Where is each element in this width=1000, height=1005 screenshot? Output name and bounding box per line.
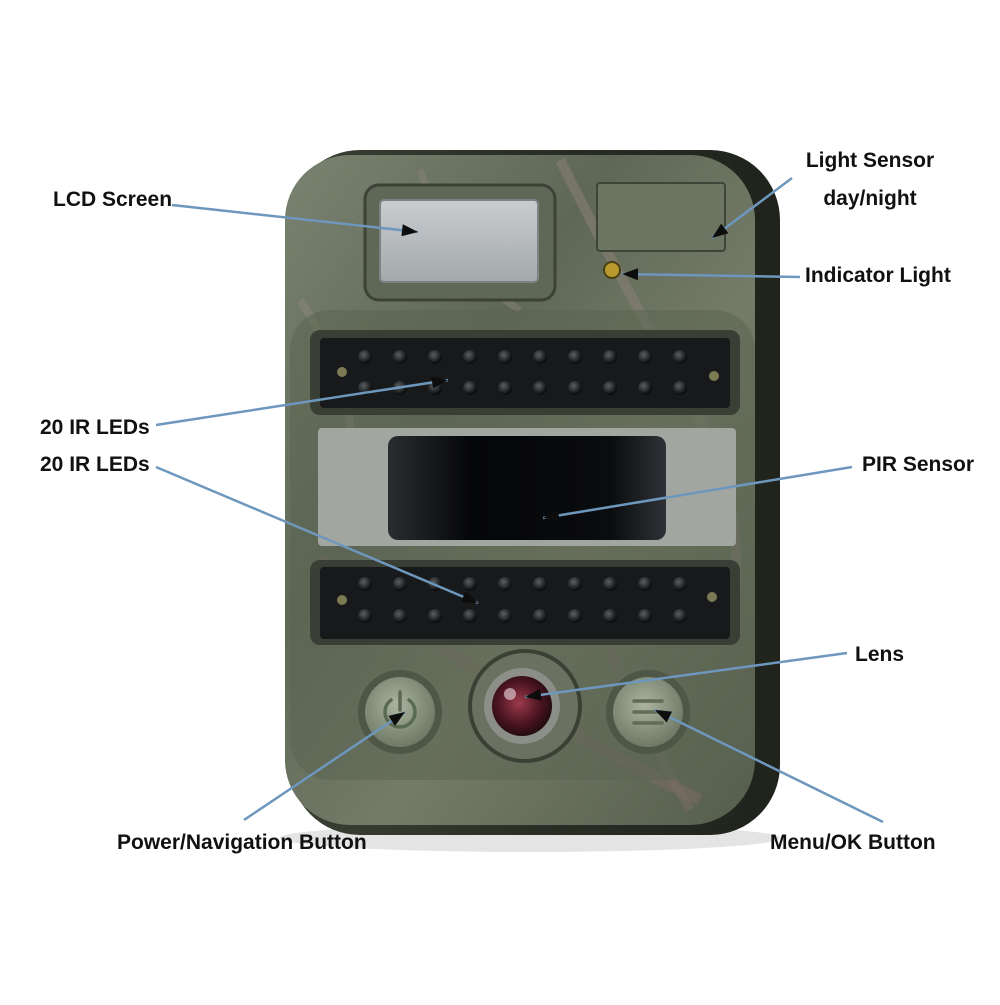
leader-indicator-light [621,272,801,279]
ir-led [533,350,547,364]
pir-window [388,436,666,540]
leader-menu-button [654,708,884,824]
leader-ir-leds-bottom [155,465,479,605]
label-light-sensor-line1: Light Sensor [805,149,935,172]
label-pir-sensor: PIR Sensor [862,453,975,476]
ir-led [358,577,372,591]
ir-led [638,577,652,591]
light-sensor-window [596,182,726,252]
ir-led [463,577,477,591]
ir-led [358,350,372,364]
screw [709,371,719,381]
arrowhead [388,712,405,726]
pir-sensor [318,428,736,546]
leader-lens [524,651,848,699]
power-icon [383,690,417,729]
indicator-light [603,261,621,279]
ir-led [638,350,652,364]
power-button[interactable] [358,670,442,754]
ir-led [463,609,477,623]
ir-led [673,609,687,623]
ir-led [428,609,442,623]
ir-led [568,350,582,364]
lens-glint [504,688,516,700]
leader-lines [155,177,884,824]
arrowhead [401,224,418,237]
leader-light-sensor [711,177,793,239]
ir-led [673,381,687,395]
screw [337,367,347,377]
ir-led [498,609,512,623]
lens [468,649,582,763]
ir-led [533,577,547,591]
led-strip-top [310,330,740,415]
ir-led [393,350,407,364]
arrowhead [525,688,542,701]
ir-led [603,609,617,623]
label-lens: Lens [855,643,905,666]
ir-led [498,350,512,364]
arrowhead [460,591,478,603]
label-ir-leds-bottom: 20 IR LEDs [40,453,150,476]
ir-led [463,381,477,395]
ir-led [498,381,512,395]
power-button-face[interactable] [365,677,435,747]
ir-led [568,381,582,395]
arrowhead [622,268,639,281]
lcd-screen [363,183,557,302]
arrowhead [543,509,560,522]
ir-led [498,577,512,591]
leader-lcd-screen [171,203,419,234]
label-indicator-light: Indicator Light [805,264,951,287]
label-power-button: Power/Navigation Button [117,831,367,854]
leader-pir-sensor [542,465,853,520]
ir-led [393,609,407,623]
ir-led [358,609,372,623]
ir-led [638,381,652,395]
leader-ir-leds-top [155,378,449,427]
ir-led [673,577,687,591]
arrowhead [655,710,673,723]
screw [707,592,717,602]
screw [337,595,347,605]
ir-led [603,381,617,395]
ir-led [533,381,547,395]
ir-led [428,350,442,364]
ir-led [673,350,687,364]
ir-led [393,577,407,591]
led-strip-panel [320,567,730,639]
ir-led [568,609,582,623]
leader-power-button [243,710,406,822]
label-light-sensor-line2: day/night [823,187,917,210]
lcd-glass [379,199,539,283]
ir-led [603,577,617,591]
ir-led [568,577,582,591]
label-light-sensor: Light Sensor day/night [800,148,940,212]
led-strip-bottom [310,560,740,645]
label-menu-button: Menu/OK Button [770,831,936,854]
ir-led [533,609,547,623]
label-lcd-screen: LCD Screen [53,188,173,211]
menu-ok-button[interactable] [606,670,690,754]
label-ir-leds-top: 20 IR LEDs [40,416,150,439]
ir-led [463,350,477,364]
ir-led [603,350,617,364]
ir-led [638,609,652,623]
arrowhead [431,376,448,389]
arrowhead [712,223,729,238]
lens-glass [492,676,552,736]
led-strip-panel [320,338,730,408]
